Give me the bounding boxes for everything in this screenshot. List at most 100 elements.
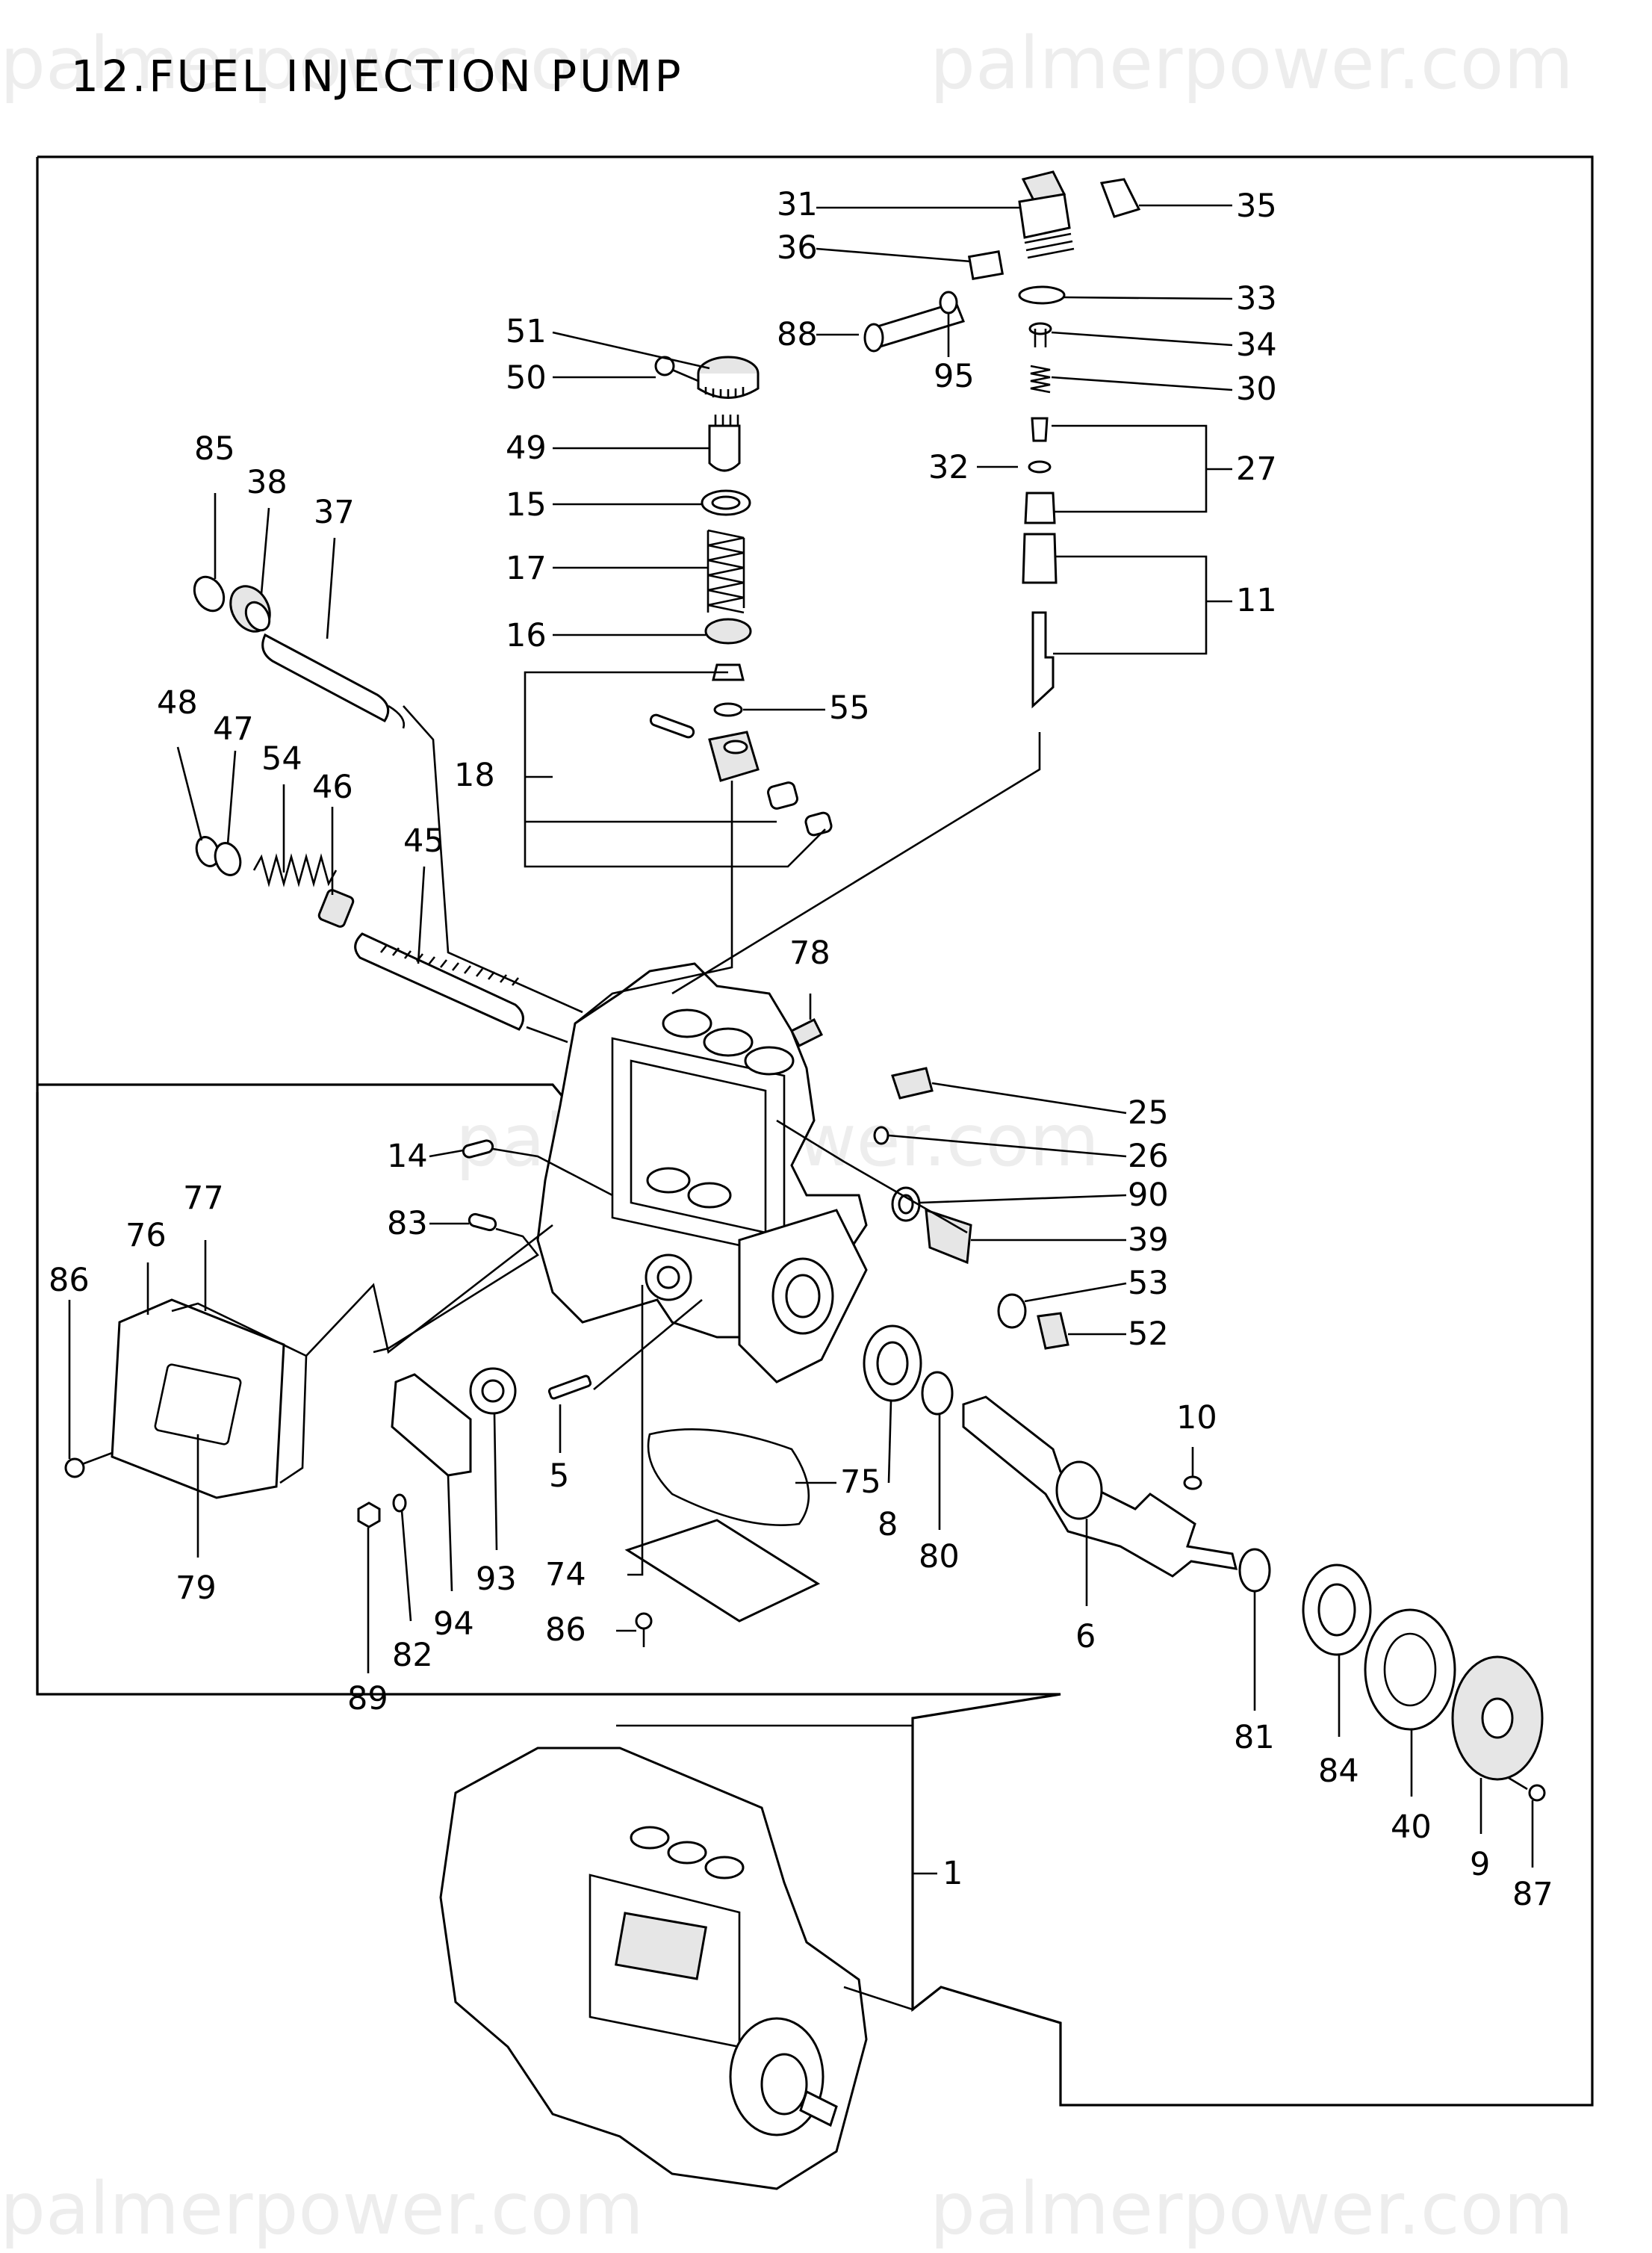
label-76: 76 xyxy=(125,1217,167,1254)
label-75: 75 xyxy=(840,1463,881,1501)
label-86-bottom: 86 xyxy=(545,1611,586,1649)
label-10: 10 xyxy=(1176,1399,1217,1437)
pump-housing xyxy=(536,962,868,1383)
part-10-key xyxy=(1183,1475,1202,1490)
label-37: 37 xyxy=(314,494,355,531)
label-35: 35 xyxy=(1236,188,1277,225)
part-85-oring xyxy=(193,575,226,613)
watermark-bottom-right: palmerpower.com xyxy=(930,2167,1574,2251)
part-26-washer xyxy=(873,1126,889,1145)
label-89: 89 xyxy=(347,1680,388,1717)
part-18-group xyxy=(649,663,833,837)
part-37-pipe xyxy=(261,633,406,729)
label-33: 33 xyxy=(1236,280,1277,317)
part-76-cover xyxy=(111,1298,285,1499)
label-6: 6 xyxy=(1075,1618,1096,1655)
label-88: 88 xyxy=(777,316,818,353)
label-74: 74 xyxy=(545,1556,586,1593)
part-53-oring xyxy=(997,1293,1027,1329)
label-16: 16 xyxy=(506,617,547,654)
part-39-plug xyxy=(925,1208,972,1265)
label-46: 46 xyxy=(312,769,353,806)
label-49: 49 xyxy=(506,430,547,467)
label-27: 27 xyxy=(1236,450,1277,488)
label-26: 26 xyxy=(1128,1138,1169,1175)
label-38: 38 xyxy=(246,464,288,501)
label-11: 11 xyxy=(1236,582,1277,619)
part-35-clamp xyxy=(1099,178,1141,218)
label-45: 45 xyxy=(403,822,444,860)
part-78-plug xyxy=(789,1017,824,1048)
label-84: 84 xyxy=(1318,1752,1359,1790)
part-89-nut xyxy=(357,1502,381,1528)
part-36-bracket xyxy=(967,250,1004,280)
label-18: 18 xyxy=(454,757,495,794)
label-40: 40 xyxy=(1391,1809,1432,1846)
label-55: 55 xyxy=(829,689,870,727)
part-14-pin xyxy=(462,1139,494,1159)
page-title: 12.FUEL INJECTION PUMP xyxy=(71,51,684,102)
label-8: 8 xyxy=(878,1506,898,1543)
label-77: 77 xyxy=(183,1180,224,1217)
part-52-plug xyxy=(1037,1312,1069,1350)
label-39: 39 xyxy=(1128,1221,1169,1259)
label-90: 90 xyxy=(1128,1177,1169,1214)
label-81: 81 xyxy=(1234,1719,1275,1756)
watermark-top-right: palmerpower.com xyxy=(930,22,1574,105)
part-83-pin xyxy=(468,1212,497,1232)
part-86-screw-left xyxy=(64,1451,113,1478)
label-94: 94 xyxy=(433,1605,474,1643)
part-6-camshaft xyxy=(962,1395,1238,1578)
part-25-bolt xyxy=(891,1067,934,1100)
watermarks: palmerpower.com palmerpower.com palmerpo… xyxy=(0,22,1574,2251)
part-93-seal xyxy=(469,1367,517,1415)
part-82-washer xyxy=(392,1493,407,1513)
label-1: 1 xyxy=(943,1855,963,1892)
label-31: 31 xyxy=(777,186,818,223)
label-87: 87 xyxy=(1512,1876,1553,1913)
label-17: 17 xyxy=(506,550,547,587)
part-80-shim xyxy=(921,1371,954,1416)
part-94-plate xyxy=(391,1373,472,1477)
label-53: 53 xyxy=(1128,1265,1169,1302)
part-87-screw xyxy=(1508,1776,1546,1802)
label-54: 54 xyxy=(261,740,302,778)
label-79: 79 xyxy=(176,1569,217,1607)
label-48: 48 xyxy=(157,684,198,722)
label-86-left: 86 xyxy=(49,1262,90,1299)
part-49-sleeve xyxy=(708,415,741,472)
label-78: 78 xyxy=(789,935,830,972)
part-45-rack xyxy=(354,932,524,1031)
part-8-bearing xyxy=(863,1324,922,1402)
label-34: 34 xyxy=(1236,326,1277,364)
part-30-spring xyxy=(1030,365,1051,394)
part-34-valve xyxy=(1028,322,1052,347)
part-74-plate xyxy=(624,1519,821,1623)
part-15-seat xyxy=(701,489,751,516)
part-86-screw-bottom xyxy=(635,1612,653,1647)
part-75-gasket xyxy=(647,1428,810,1526)
part-27-delivery-valve xyxy=(1024,417,1056,524)
part-47-ring xyxy=(214,842,242,876)
part-54-spring xyxy=(252,853,338,887)
part-95-washer xyxy=(939,291,958,314)
label-15: 15 xyxy=(506,486,547,524)
label-47: 47 xyxy=(213,710,254,748)
part-38-nut xyxy=(229,585,271,633)
part-81-shim xyxy=(1238,1548,1271,1593)
part-40-gasket xyxy=(1364,1608,1456,1731)
label-25: 25 xyxy=(1128,1094,1169,1132)
label-82: 82 xyxy=(392,1637,433,1674)
label-30: 30 xyxy=(1236,371,1277,408)
label-32: 32 xyxy=(928,449,969,486)
label-80: 80 xyxy=(919,1538,960,1575)
part-84-bearing xyxy=(1302,1564,1372,1656)
part-88-bolt xyxy=(863,301,965,353)
part-labels: 31 36 35 33 34 30 27 32 11 88 95 51 50 4… xyxy=(49,186,1553,1913)
label-51: 51 xyxy=(506,313,547,350)
label-36: 36 xyxy=(777,229,818,267)
label-93: 93 xyxy=(476,1561,517,1598)
part-46-collar xyxy=(317,889,355,928)
part-5-stud xyxy=(547,1375,592,1400)
